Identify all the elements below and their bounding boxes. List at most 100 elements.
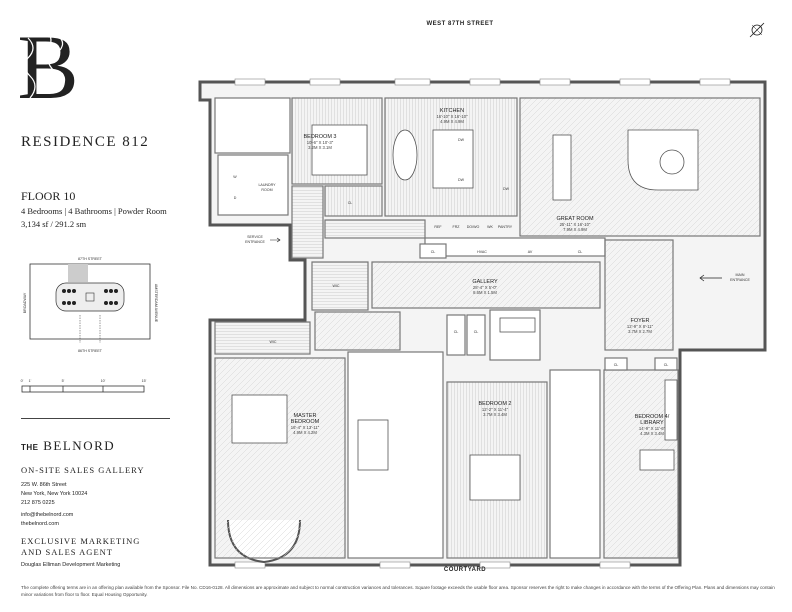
svg-text:FOYER: FOYER bbox=[631, 318, 650, 324]
divider bbox=[21, 418, 170, 419]
svg-text:W: W bbox=[233, 175, 237, 179]
svg-text:PANTRY: PANTRY bbox=[498, 225, 513, 229]
sales-gallery-title: ON-SITE SALES GALLERY bbox=[21, 465, 145, 475]
master-bed bbox=[231, 394, 288, 444]
website-link[interactable]: thebelnord.com bbox=[21, 521, 59, 527]
residence-title: RESIDENCE 812 bbox=[21, 134, 150, 150]
bed bbox=[311, 124, 368, 176]
dining-table bbox=[552, 134, 572, 201]
wic-upper bbox=[311, 261, 369, 311]
svg-text:12'-2" X 11'-4": 12'-2" X 11'-4" bbox=[482, 407, 509, 412]
breakfast-table bbox=[392, 129, 418, 181]
arrow-right-icon bbox=[270, 237, 281, 243]
svg-text:WIC: WIC bbox=[270, 340, 277, 344]
svg-text:GREAT ROOM: GREAT ROOM bbox=[556, 216, 593, 222]
svg-text:3.2M X 3.1M: 3.2M X 3.1M bbox=[308, 145, 332, 150]
closet bbox=[324, 185, 383, 217]
svg-text:BEDROOM 4/: BEDROOM 4/ bbox=[635, 414, 670, 420]
unit-highlight bbox=[68, 264, 88, 282]
gallery bbox=[371, 261, 601, 309]
svg-text:BEDROOM: BEDROOM bbox=[291, 419, 320, 425]
svg-text:14'-9" X 11'-6": 14'-9" X 11'-6" bbox=[639, 426, 666, 431]
svg-text:AMSTERDAM AVENUE: AMSTERDAM AVENUE bbox=[154, 284, 158, 323]
service-entrance-label: SERVICE ENTRANCE bbox=[245, 235, 281, 244]
svg-text:CL: CL bbox=[664, 363, 669, 367]
svg-text:SERVICE: SERVICE bbox=[247, 235, 263, 239]
svg-text:BEDROOM 3: BEDROOM 3 bbox=[303, 134, 336, 140]
wic-lower bbox=[214, 321, 311, 355]
svg-text:4.9M X 4.9M: 4.9M X 4.9M bbox=[440, 119, 464, 124]
room-labels: KITCHEN 16'-10" X 16'-10" 4.9M X 4.9M BE… bbox=[233, 108, 669, 436]
svg-text:CL: CL bbox=[474, 330, 479, 334]
svg-text:28'-4" X 5'-0": 28'-4" X 5'-0" bbox=[473, 285, 498, 290]
svg-text:CL: CL bbox=[578, 250, 583, 254]
svg-text:3.7M X 3.4M: 3.7M X 3.4M bbox=[483, 412, 507, 417]
svg-text:MAIN: MAIN bbox=[736, 273, 745, 277]
svg-text:25'-11" X 16'-10": 25'-11" X 16'-10" bbox=[560, 222, 591, 227]
main-entrance-label: MAIN ENTRANCE bbox=[699, 273, 750, 282]
laundry-room bbox=[217, 154, 289, 216]
svg-text:8.6M X 1.5M: 8.6M X 1.5M bbox=[473, 290, 497, 295]
svg-text:10': 10' bbox=[101, 379, 106, 383]
desk bbox=[639, 449, 675, 471]
svg-text:CL: CL bbox=[454, 330, 459, 334]
kitchen-island bbox=[432, 129, 474, 189]
svg-text:WIC: WIC bbox=[333, 284, 340, 288]
email-link[interactable]: info@thebelnord.com bbox=[21, 512, 74, 518]
arrow-left-icon bbox=[699, 274, 722, 282]
svg-text:16'-4" X 13'-11": 16'-4" X 13'-11" bbox=[291, 425, 320, 430]
svg-text:REF: REF bbox=[434, 225, 442, 229]
svg-text:GALLERY: GALLERY bbox=[472, 279, 498, 285]
service-hall bbox=[291, 185, 324, 259]
svg-text:B: B bbox=[18, 18, 78, 113]
svg-text:BEDROOM 2: BEDROOM 2 bbox=[478, 401, 511, 407]
north-street-label: WEST 87TH STREET bbox=[426, 21, 493, 27]
svg-text:HVAC: HVAC bbox=[477, 250, 487, 254]
svg-text:DO/WO: DO/WO bbox=[467, 225, 480, 229]
svg-text:CL: CL bbox=[614, 363, 619, 367]
area-label: 3,134 sf / 291.2 sm bbox=[21, 219, 87, 229]
bathroom-laundry bbox=[214, 97, 291, 154]
svg-text:D: D bbox=[234, 196, 237, 200]
svg-text:87TH STREET: 87TH STREET bbox=[78, 257, 103, 261]
svg-text:3.7M X 2.7M: 3.7M X 2.7M bbox=[628, 329, 652, 334]
agent-name: Douglas Elliman Development Marketing bbox=[21, 562, 121, 568]
svg-text:0': 0' bbox=[21, 379, 24, 383]
svg-text:10'-6" X 10'-3": 10'-6" X 10'-3" bbox=[307, 140, 334, 145]
sales-contact: info@thebelnord.com thebelnord.com bbox=[21, 511, 73, 529]
floor-plan: WEST 87TH STREET bbox=[198, 21, 767, 573]
compass-icon bbox=[749, 22, 765, 38]
svg-text:AV: AV bbox=[528, 250, 533, 254]
belnord-logo: B bbox=[18, 18, 78, 113]
svg-text:1': 1' bbox=[29, 379, 32, 383]
scale-bar: 0' 1' 5' 10' 15' bbox=[21, 379, 147, 393]
courtyard-label: COURTYARD bbox=[444, 567, 486, 573]
svg-text:CL: CL bbox=[431, 250, 436, 254]
svg-text:86TH STREET: 86TH STREET bbox=[78, 349, 103, 353]
bed-2 bbox=[469, 454, 521, 501]
svg-text:LIBRARY: LIBRARY bbox=[640, 420, 664, 426]
rooms-summary: 4 Bedrooms | 4 Bathrooms | Powder Room bbox=[21, 206, 167, 216]
svg-text:4.3M X 3.4M: 4.3M X 3.4M bbox=[640, 431, 664, 436]
svg-text:KITCHEN: KITCHEN bbox=[440, 108, 464, 114]
floor-label: FLOOR 10 bbox=[21, 189, 76, 203]
svg-text:ENTRANCE: ENTRANCE bbox=[245, 240, 265, 244]
svg-text:15': 15' bbox=[142, 379, 147, 383]
svg-text:DW: DW bbox=[503, 187, 510, 191]
bath-3 bbox=[549, 369, 601, 559]
svg-text:16'-10" X 16'-10": 16'-10" X 16'-10" bbox=[436, 114, 468, 119]
bath-2 bbox=[489, 309, 541, 361]
key-plan: 87TH STREET 86TH STREET BROADWAY AMSTERD… bbox=[23, 257, 158, 353]
svg-text:WK: WK bbox=[487, 225, 493, 229]
svg-text:MASTER: MASTER bbox=[294, 413, 317, 419]
svg-text:4.9M X 4.2M: 4.9M X 4.2M bbox=[293, 430, 317, 435]
svg-text:BROADWAY: BROADWAY bbox=[23, 292, 27, 313]
svg-text:DW: DW bbox=[458, 138, 465, 142]
svg-text:ENTRANCE: ENTRANCE bbox=[730, 278, 750, 282]
svg-text:DW: DW bbox=[458, 178, 465, 182]
master-bedroom bbox=[214, 357, 346, 559]
svg-text:7.9M X 4.9M: 7.9M X 4.9M bbox=[563, 227, 587, 232]
svg-text:CL: CL bbox=[348, 201, 353, 205]
